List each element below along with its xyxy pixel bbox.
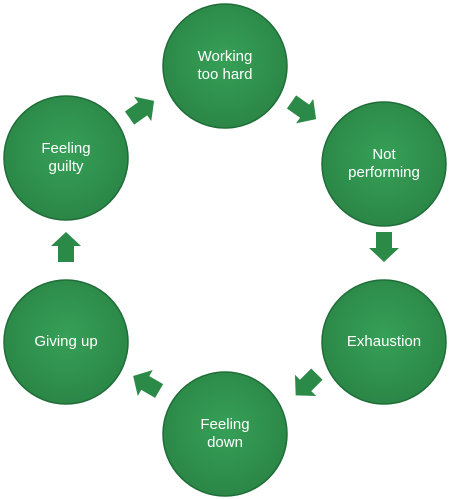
arrow-icon-feeling-down-to-giving-up bbox=[133, 370, 164, 398]
arrow-icon-giving-up-to-feeling-guilty bbox=[51, 232, 81, 262]
node-circle-not-performing bbox=[321, 101, 447, 227]
arrow-icon-exhaustion-to-feeling-down bbox=[294, 368, 323, 397]
node-circle-exhaustion bbox=[321, 279, 447, 405]
node-circle-feeling-down bbox=[162, 371, 288, 497]
arrow-icon-working-too-hard-to-not-performing bbox=[286, 95, 317, 124]
arrow-icon-not-performing-to-exhaustion bbox=[369, 232, 399, 262]
arrow-icon-feeling-guilty-to-working-too-hard bbox=[124, 96, 155, 125]
node-circle-giving-up bbox=[3, 279, 129, 405]
node-circle-feeling-guilty bbox=[3, 95, 129, 221]
node-circle-working-too-hard bbox=[162, 3, 288, 129]
arrows-layer bbox=[51, 95, 399, 398]
nodes-layer bbox=[3, 3, 447, 497]
